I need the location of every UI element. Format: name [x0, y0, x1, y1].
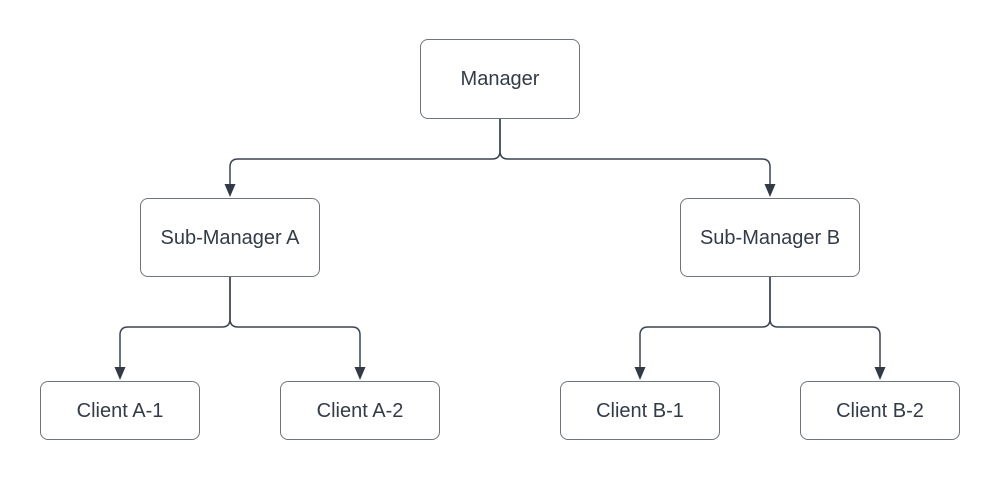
node-manager[interactable]: Manager	[420, 39, 580, 119]
node-label: Client B-2	[836, 399, 924, 422]
arrowhead-icon	[224, 184, 236, 197]
node-client-a-2[interactable]: Client A-2	[280, 381, 440, 440]
edge-manager-to-sub-manager-b	[499, 119, 771, 185]
arrowhead-icon	[354, 367, 366, 380]
edge-sub-manager-a-to-client-a-2	[229, 277, 361, 368]
node-label: Sub-Manager A	[160, 226, 300, 249]
edge-sub-manager-b-to-client-b-2	[769, 277, 881, 368]
node-label: Sub-Manager B	[699, 226, 841, 249]
edge-manager-to-sub-manager-a	[229, 119, 501, 185]
node-label: Client A-1	[76, 399, 164, 422]
node-client-b-1[interactable]: Client B-1	[560, 381, 720, 440]
node-label: Manager	[460, 68, 540, 90]
edge-sub-manager-b-to-client-b-1	[639, 277, 771, 368]
arrowhead-icon	[764, 184, 776, 197]
edge-sub-manager-a-to-client-a-1	[119, 277, 231, 368]
node-sub-manager-b[interactable]: Sub-Manager B	[680, 198, 860, 277]
arrowhead-icon	[634, 367, 646, 380]
node-sub-manager-a[interactable]: Sub-Manager A	[140, 198, 320, 277]
node-client-b-2[interactable]: Client B-2	[800, 381, 960, 440]
node-label: Client A-2	[316, 399, 404, 422]
node-label: Client B-1	[596, 399, 684, 422]
arrowhead-icon	[114, 367, 126, 380]
node-client-a-1[interactable]: Client A-1	[40, 381, 200, 440]
arrowhead-icon	[874, 367, 886, 380]
